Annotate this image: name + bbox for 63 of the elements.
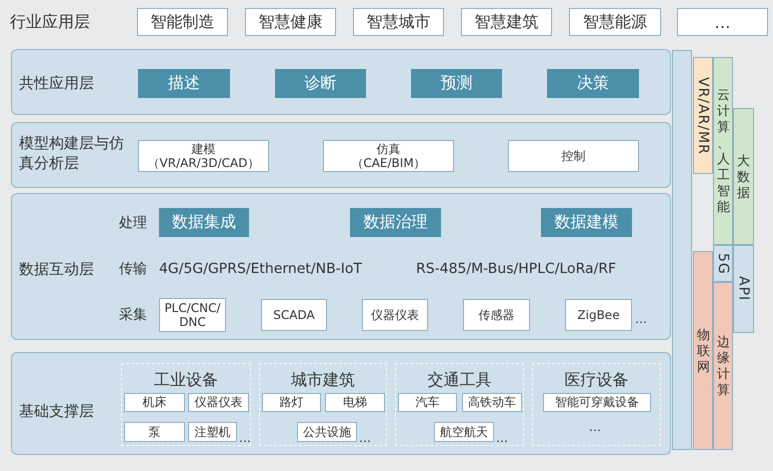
- ellipsis: …: [496, 430, 508, 446]
- ellipsis: …: [635, 311, 647, 327]
- ellipsis: …: [239, 430, 251, 446]
- ellipsis: …: [589, 419, 601, 435]
- device-box: SCADA: [261, 299, 327, 331]
- model-box: 控制: [508, 140, 639, 172]
- device-box: ZigBee: [565, 299, 632, 331]
- layer-band: [11, 352, 671, 455]
- equipment-box: 仪器仪表: [188, 393, 249, 412]
- equipment-box: 注塑机: [188, 422, 237, 442]
- layer-band: [11, 49, 671, 115]
- ellipsis: …: [359, 430, 371, 446]
- category-group: 医疗设备 智能可穿戴设备 …: [532, 363, 661, 446]
- equipment-box: 泵: [124, 422, 185, 442]
- function-box: 描述: [138, 69, 230, 98]
- function-box: 诊断: [275, 69, 366, 98]
- layer-title: 模型构建层与仿真分析层: [19, 133, 125, 173]
- device-box: PLC/CNC/ DNC: [159, 298, 226, 332]
- technology-bar: VR/AR/MR: [693, 57, 713, 174]
- industry-box: 智慧城市: [353, 8, 444, 36]
- device-box: 仪器仪表: [362, 299, 428, 331]
- equipment-box: 电梯: [325, 393, 385, 412]
- category-group: 城市建筑 路灯 电梯 公共设施 …: [259, 363, 387, 446]
- category-group: 工业设备 机床 仪器仪表 泵 注塑机 …: [121, 363, 251, 446]
- industry-box: 智慧健康: [245, 8, 336, 36]
- model-box: 建模（VR/AR/3D/CAD）: [138, 140, 269, 172]
- layer-band: [11, 122, 671, 188]
- row-label: 采集: [119, 306, 147, 324]
- process-box: 数据建模: [541, 208, 632, 237]
- equipment-box: 航空航天: [434, 422, 494, 442]
- row-label: 传输: [119, 260, 147, 278]
- technology-bar: 边缘计算: [713, 282, 733, 450]
- row-label: 处理: [119, 214, 147, 232]
- function-box: 决策: [547, 69, 639, 98]
- technology-bar: API: [733, 245, 754, 333]
- technology-bar: 5G: [713, 245, 733, 282]
- process-box: 数据治理: [350, 208, 441, 237]
- technology-bar: 云计算、人工智能: [713, 57, 733, 245]
- protocol-text: 4G/5G/GPRS/Ethernet/NB-IoT: [159, 260, 362, 278]
- equipment-box: 智能可穿戴设备: [543, 393, 651, 412]
- layer-title: 基础支撑层: [19, 401, 94, 421]
- equipment-box: 汽车: [398, 393, 457, 412]
- layer-band: [11, 193, 671, 340]
- model-box: 仿真（CAE/BIM）: [323, 140, 454, 172]
- industry-box: 智慧建筑: [461, 8, 552, 36]
- category-group: 交通工具 汽车 高铁动车 航空航天 …: [395, 363, 524, 446]
- layer-title: 行业应用层: [10, 12, 90, 32]
- device-box: 传感器: [463, 299, 530, 331]
- support-bar: [672, 50, 692, 450]
- technology-bar: 大数据: [733, 108, 754, 245]
- function-box: 预测: [411, 69, 502, 98]
- layer-title: 共性应用层: [19, 73, 94, 93]
- industry-box: 智慧能源: [569, 8, 661, 36]
- equipment-box: 机床: [124, 393, 185, 412]
- technology-bar: 物联网: [693, 251, 713, 450]
- protocol-text: RS-485/M-Bus/HPLC/LoRa/RF: [416, 260, 616, 278]
- process-box: 数据集成: [159, 208, 249, 237]
- equipment-box: 路灯: [262, 393, 321, 412]
- industry-box: 智能制造: [137, 8, 228, 36]
- equipment-box: 高铁动车: [462, 393, 522, 412]
- layer-title: 数据互动层: [19, 259, 94, 279]
- industry-box: …: [677, 8, 768, 36]
- equipment-box: 公共设施: [297, 422, 357, 442]
